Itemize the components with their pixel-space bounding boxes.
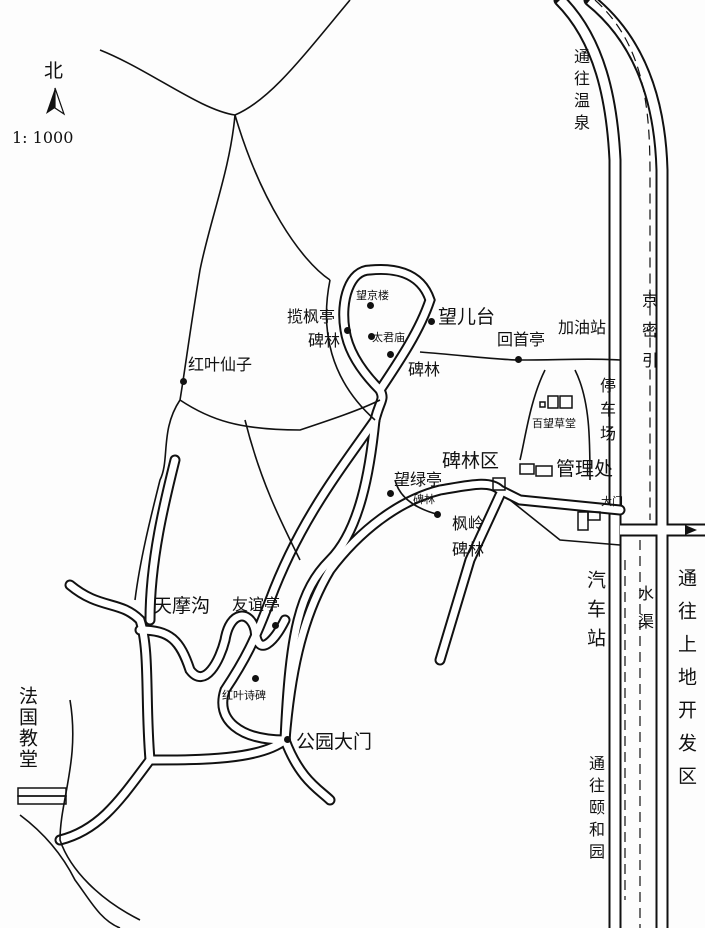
label-baiwang-cottage: 百望草堂 <box>532 417 576 430</box>
ridge-paths <box>19 0 621 928</box>
label-gas-station: 加油站 <box>558 318 607 337</box>
red-leaf-fairy-marker <box>180 378 187 385</box>
park-roads-fill <box>60 269 620 840</box>
friendship-marker <box>272 622 279 629</box>
arrow-east-icon <box>685 525 697 535</box>
label-tianmo-gully: 天摩沟 <box>153 595 211 617</box>
canal-line <box>594 0 651 928</box>
label-stele-forest-1: 碑林 <box>308 331 341 350</box>
north-arrow-icon <box>46 87 66 116</box>
label-taijun-temple: 太君庙 <box>372 331 405 344</box>
label-park-gate: 公园大门 <box>296 731 373 753</box>
scale-label: 1: 1000 <box>12 128 74 147</box>
label-stele-forest-4: 碑林 <box>452 540 485 559</box>
wanglv-marker <box>387 490 394 497</box>
label-canal: 水渠 <box>635 585 654 641</box>
label-stele-forest-3: 碑林 <box>413 493 435 506</box>
label-main-gate-small: 大门 <box>601 495 623 508</box>
north-label: 北 <box>44 60 64 82</box>
label-stele-forest-area: 碑林区 <box>442 450 500 472</box>
stele3-marker <box>434 511 441 518</box>
stele-marker <box>387 351 394 358</box>
label-red-leaf-poem-stele: 红叶诗碑 <box>222 689 266 702</box>
label-jingmi-canal: 京密引 <box>639 292 658 382</box>
wangjing-tower-marker <box>367 302 374 309</box>
park-gate-marker <box>284 736 291 743</box>
taijun-marker <box>368 333 375 340</box>
label-stele-forest-2: 碑林 <box>408 360 441 379</box>
label-huishou-pavilion: 回首亭 <box>497 330 546 349</box>
label-to-hot-spring: 通往温泉 <box>571 48 590 136</box>
label-french-church: 法国教堂 <box>16 686 38 770</box>
label-lanfeng-pavilion: 揽枫亭 <box>287 307 336 326</box>
label-red-leaf-fairy: 红叶仙子 <box>188 355 253 374</box>
wanger-marker <box>428 318 435 325</box>
label-to-shangdi: 通往上地开发区 <box>675 568 697 799</box>
label-management-office: 管理处 <box>556 458 614 480</box>
huishou-marker <box>515 356 522 363</box>
label-to-summer-palace: 通往颐和园 <box>586 755 605 865</box>
label-wanglv-pavilion: 望绿亭 <box>394 470 443 489</box>
label-wanger-terrace: 望儿台 <box>438 306 496 328</box>
label-parking: 停车场 <box>597 377 616 449</box>
label-wangjing-tower: 望京楼 <box>356 289 389 302</box>
buildings <box>17 395 601 805</box>
lanfeng-marker <box>344 327 351 334</box>
label-bus-station: 汽车站 <box>584 570 606 657</box>
label-fengling: 枫岭 <box>452 514 485 533</box>
poem-stele-marker <box>252 675 259 682</box>
label-friendship-pavilion: 友谊亭 <box>232 595 281 614</box>
